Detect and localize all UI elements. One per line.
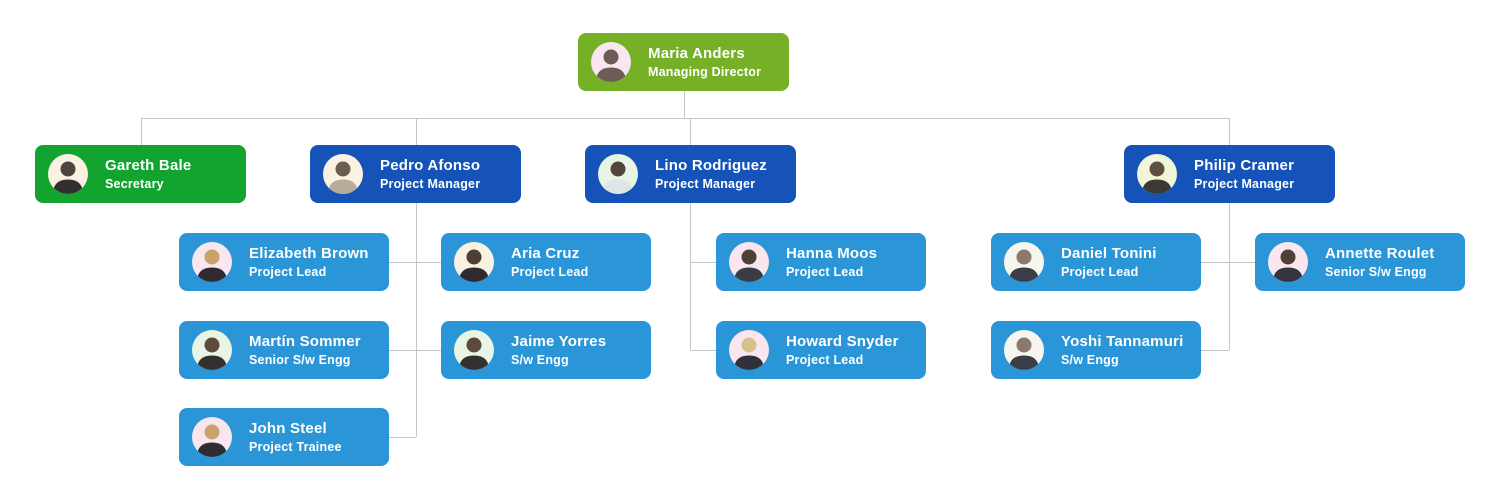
connector-line (690, 118, 691, 145)
connector-line (1229, 118, 1230, 145)
employee-name: Yoshi Tannamuri (1061, 332, 1184, 350)
avatar-photo (729, 330, 769, 370)
employee-title: Project Manager (1194, 176, 1295, 191)
avatar-photo (48, 154, 88, 194)
employee-name: Elizabeth Brown (249, 244, 369, 262)
avatar-photo (1137, 154, 1177, 194)
org-node-pedro-afonso[interactable]: Pedro Afonso Project Manager (310, 145, 521, 203)
avatar-photo (1004, 242, 1044, 282)
org-node-philip-cramer[interactable]: Philip Cramer Project Manager (1124, 145, 1335, 203)
org-node-elizabeth-brown[interactable]: Elizabeth Brown Project Lead (179, 233, 389, 291)
org-node-john-steel[interactable]: John Steel Project Trainee (179, 408, 389, 466)
employee-name: Maria Anders (648, 44, 745, 62)
connector-line (1229, 203, 1230, 350)
connector-line (389, 262, 441, 263)
org-node-martin-sommer[interactable]: Martín Sommer Senior S/w Engg (179, 321, 389, 379)
employee-title: S/w Engg (511, 352, 569, 367)
avatar-photo (454, 242, 494, 282)
connector-line (416, 118, 417, 145)
avatar-photo (591, 42, 631, 82)
avatar-photo (454, 330, 494, 370)
employee-title: Project Manager (655, 176, 756, 191)
employee-title: Project Lead (786, 352, 864, 367)
avatar-photo (192, 242, 232, 282)
employee-title: Senior S/w Engg (1325, 264, 1427, 279)
avatar-photo (192, 330, 232, 370)
connector-line (1201, 350, 1229, 351)
employee-title: Secretary (105, 176, 164, 191)
org-node-jaime-yorres[interactable]: Jaime Yorres S/w Engg (441, 321, 651, 379)
employee-name: Philip Cramer (1194, 156, 1295, 174)
employee-name: Martín Sommer (249, 332, 361, 350)
employee-title: Senior S/w Engg (249, 352, 351, 367)
employee-name: Annette Roulet (1325, 244, 1435, 262)
connector-line (141, 118, 1230, 119)
avatar-photo (1004, 330, 1044, 370)
org-node-yoshi-tannamuri[interactable]: Yoshi Tannamuri S/w Engg (991, 321, 1201, 379)
avatar-photo (1268, 242, 1308, 282)
org-node-aria-cruz[interactable]: Aria Cruz Project Lead (441, 233, 651, 291)
employee-title: Project Trainee (249, 439, 342, 454)
connector-line (690, 350, 716, 351)
org-node-lino-rodriguez[interactable]: Lino Rodriguez Project Manager (585, 145, 796, 203)
employee-title: S/w Engg (1061, 352, 1119, 367)
employee-title: Managing Director (648, 64, 762, 79)
employee-name: Lino Rodriguez (655, 156, 767, 174)
employee-title: Project Manager (380, 176, 481, 191)
employee-title: Project Lead (1061, 264, 1139, 279)
connector-line (1201, 262, 1255, 263)
org-node-hanna-moos[interactable]: Hanna Moos Project Lead (716, 233, 926, 291)
employee-name: Daniel Tonini (1061, 244, 1157, 262)
employee-name: Gareth Bale (105, 156, 192, 174)
employee-name: Pedro Afonso (380, 156, 481, 174)
org-node-gareth-bale[interactable]: Gareth Bale Secretary (35, 145, 246, 203)
avatar-photo (729, 242, 769, 282)
employee-name: Aria Cruz (511, 244, 580, 262)
employee-title: Project Lead (511, 264, 589, 279)
connector-line (141, 118, 142, 145)
avatar-photo (192, 417, 232, 457)
avatar-photo (598, 154, 638, 194)
employee-name: John Steel (249, 419, 327, 437)
connector-line (690, 203, 691, 350)
employee-name: Hanna Moos (786, 244, 878, 262)
connector-line (389, 437, 416, 438)
employee-title: Project Lead (249, 264, 327, 279)
avatar-photo (323, 154, 363, 194)
org-node-maria-anders[interactable]: Maria Anders Managing Director (578, 33, 789, 91)
org-node-howard-snyder[interactable]: Howard Snyder Project Lead (716, 321, 926, 379)
employee-name: Howard Snyder (786, 332, 899, 350)
org-node-annette-roulet[interactable]: Annette Roulet Senior S/w Engg (1255, 233, 1465, 291)
connector-line (389, 350, 441, 351)
org-node-daniel-tonini[interactable]: Daniel Tonini Project Lead (991, 233, 1201, 291)
employee-title: Project Lead (786, 264, 864, 279)
employee-name: Jaime Yorres (511, 332, 607, 350)
connector-line (690, 262, 716, 263)
connector-line (684, 91, 685, 118)
connector-line (416, 203, 417, 437)
